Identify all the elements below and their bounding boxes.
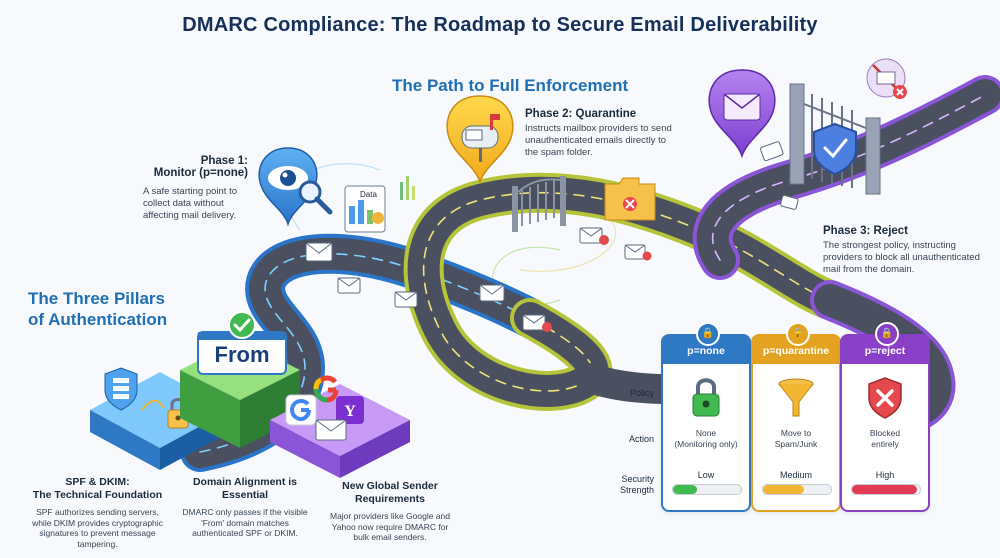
policy-action-line: entirely <box>871 439 899 449</box>
row-label-line: Strength <box>619 485 654 495</box>
row-label-strength: Security Strength <box>590 474 654 496</box>
pillar-desc-line: Yahoo now require DMARC for <box>331 521 449 532</box>
pillar-alignment: Domain Alignment is Essential DMARC only… <box>170 476 320 539</box>
row-label-line: Security <box>621 474 654 484</box>
reject-gate-icon <box>789 83 881 195</box>
strength-bar-fill <box>763 485 804 494</box>
pillar-desc-line: tampering. <box>77 538 118 549</box>
checkmark-icon <box>228 311 256 339</box>
phase-2-description: Instructs mailbox providers to send unau… <box>525 123 725 159</box>
page-title: DMARC Compliance: The Roadmap to Secure … <box>182 14 818 36</box>
spam-folder-icon <box>604 177 656 221</box>
data-label: Data <box>360 190 377 199</box>
policy-action-line: Move to <box>780 428 812 438</box>
policy-card-reject: p=reject 🔒 Blocked entirely High <box>840 322 930 512</box>
policy-card-action: Blocked entirely <box>842 428 928 450</box>
purple-envelope-pin-icon <box>708 69 776 159</box>
lock-icon: 🔒 <box>875 322 899 346</box>
phase-1-description: A safe starting point to collect data wi… <box>143 186 273 222</box>
google-icon <box>313 375 339 403</box>
phase-1-desc-line: affecting mail delivery. <box>143 210 237 221</box>
pillar-desc-line: DMARC only passes if the visible <box>182 507 308 517</box>
mailbox-icon <box>446 95 514 185</box>
pillars-heading: The Three Pillars of Authentication <box>28 288 167 330</box>
phase-1-desc-line: A safe starting point to <box>143 186 238 197</box>
pillars-heading-line: of Authentication <box>28 310 168 329</box>
row-label-policy: Policy <box>629 388 654 398</box>
pillar-desc-line: signatures to prevent message <box>39 528 156 538</box>
pillar-desc-line: SPF authorizes sending servers, <box>36 507 159 517</box>
policy-card-strength: High <box>875 470 895 480</box>
policy-card-action: Move to Spam/Junk <box>753 428 839 450</box>
phase-2-desc-line: unauthenticated emails directly to <box>525 135 666 146</box>
pillar-title: Domain Alignment is <box>192 476 298 488</box>
phase-1-desc-line: collect data without <box>143 198 224 209</box>
pillars-heading-line: The Three Pillars <box>28 289 165 308</box>
pillar-spf-dkim: SPF & DKIM: The Technical Foundation SPF… <box>20 476 175 549</box>
phase-1-title: Phase 1: <box>200 155 248 167</box>
strength-bar <box>762 484 832 495</box>
road-envelopes <box>305 141 799 332</box>
pillar-title: New Global Sender <box>342 480 438 492</box>
phase-2-block: Phase 2: Quarantine Instructs mailbox pr… <box>525 108 725 159</box>
policy-action-line: (Monitoring only) <box>674 439 738 449</box>
strength-bar-fill <box>852 485 917 494</box>
policy-card-action: None (Monitoring only) <box>663 428 749 450</box>
strength-bar <box>672 484 742 495</box>
bar-sparkle <box>400 176 415 200</box>
phase-2-desc-line: the spam folder. <box>525 147 593 158</box>
shield-x-icon <box>868 377 902 419</box>
pillar-description: DMARC only passes if the visible 'From' … <box>170 507 320 539</box>
pillar-title: Essential <box>221 489 269 501</box>
google-icon <box>285 394 317 426</box>
pillar-desc-line: authenticated SPF or DKIM. <box>192 528 298 538</box>
phase-3-desc-line: The strongest policy, instructing <box>823 240 956 251</box>
yahoo-icon: Y <box>336 396 364 424</box>
policy-action-line: Blocked <box>869 428 901 438</box>
policy-card-quarantine: p=quarantine 🔒 Move to Spam/Junk Medium <box>751 322 841 512</box>
envelope-icon <box>315 419 347 441</box>
policy-card-strength: Low <box>697 470 715 480</box>
pillar-title: The Technical Foundation <box>32 489 163 501</box>
strength-bar-fill <box>673 485 697 494</box>
phase-3-block: Phase 3: Reject The strongest policy, in… <box>823 225 998 276</box>
svg-text:Y: Y <box>344 403 356 420</box>
pillar-description: SPF authorizes sending servers, while DK… <box>20 507 175 549</box>
quarantine-gate-icon <box>512 176 566 232</box>
policy-action-line: Spam/Junk <box>774 439 818 449</box>
data-report-icon <box>344 185 386 233</box>
connector-line <box>141 399 165 411</box>
server-icon <box>104 367 138 411</box>
pillar-requirements: New Global Sender Requirements Major pro… <box>315 480 465 543</box>
funnel-icon <box>778 378 814 417</box>
phase-1-subtitle: Monitor (p=none) <box>153 167 248 179</box>
phase-2-desc-line: Instructs mailbox providers to send <box>525 123 672 134</box>
pillar-title: Requirements <box>354 493 426 505</box>
phase-2-title: Phase 2: Quarantine <box>525 108 637 120</box>
pillar-desc-line: 'From' domain matches <box>201 517 289 528</box>
lock-icon: 🔒 <box>786 322 810 346</box>
lock-icon: 🔒 <box>696 322 720 346</box>
strength-bar <box>851 484 921 495</box>
policy-card-none: p=none 🔒 None (Monitoring only) Low <box>661 322 751 512</box>
phase-3-desc-line: providers to block all unauthenticated <box>823 252 980 263</box>
pillar-desc-line: while DKIM provides cryptographic <box>32 517 163 528</box>
phase-1-block: Phase 1: Monitor (p=none) <box>130 155 248 179</box>
blocked-mail-icon <box>866 58 907 99</box>
policy-action-line: None <box>695 428 717 438</box>
row-label-action: Action <box>628 434 654 444</box>
policy-card-strength: Medium <box>779 470 812 480</box>
phase-3-title: Phase 3: Reject <box>823 225 909 237</box>
pillar-desc-line: Major providers like Google and <box>329 511 450 521</box>
pillar-desc-line: bulk email senders. <box>353 532 427 542</box>
pillar-title: SPF & DKIM: <box>65 476 130 488</box>
padlock-icon <box>692 378 720 417</box>
phase-3-desc-line: mail from the domain. <box>823 264 915 275</box>
phase-3-description: The strongest policy, instructing provid… <box>823 240 998 276</box>
eye-icon <box>258 147 333 227</box>
section-subtitle: The Path to Full Enforcement <box>392 76 629 95</box>
pillar-description: Major providers like Google and Yahoo no… <box>315 511 465 543</box>
from-label: From <box>214 342 270 367</box>
